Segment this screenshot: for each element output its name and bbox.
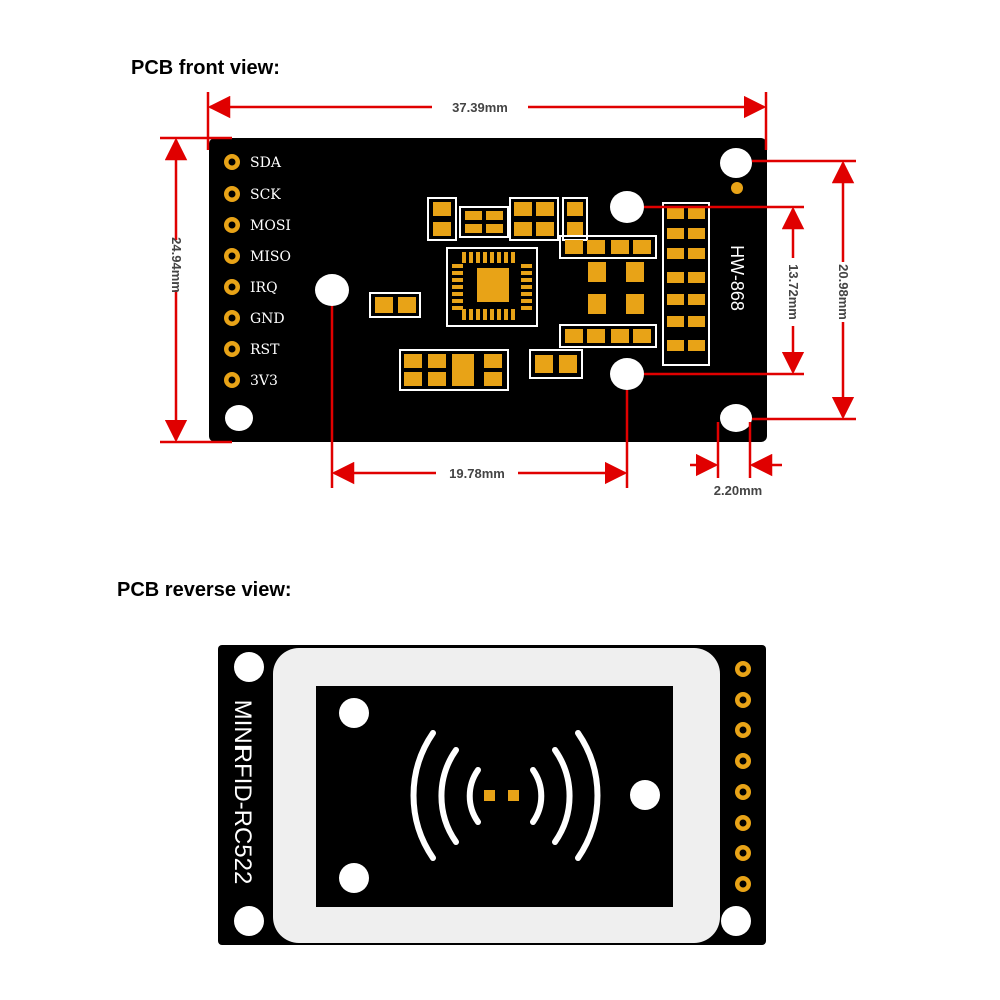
- pin-label-3v3: 3V3: [250, 373, 278, 389]
- mounting-hole: [315, 274, 349, 306]
- pin-header: SDA SCK MOSI MISO IRQ GND RST 3V3: [224, 154, 291, 389]
- front-view-heading: PCB front view:: [131, 57, 280, 79]
- mounting-hole: [721, 906, 751, 936]
- mounting-hole: [234, 652, 264, 682]
- pin-label-sck: SCK: [250, 187, 281, 203]
- mounting-hole: [225, 405, 253, 431]
- mounting-hole: [720, 148, 752, 178]
- dim-hole-horizontal-label: 19.78mm: [449, 466, 505, 481]
- mounting-hole: [610, 358, 644, 390]
- mounting-hole: [720, 404, 752, 432]
- dim-hole-outer-vertical-label: 20.98mm: [836, 264, 851, 320]
- dim-width-label: 37.39mm: [452, 100, 508, 115]
- module-label-line2: RFID-RC522: [229, 746, 256, 885]
- pin-label-rst: RST: [250, 342, 280, 358]
- smd-components: [369, 197, 710, 391]
- dim-height-label: 24.94mm: [169, 237, 184, 293]
- reverse-pcb: MINI RFID-RC522: [218, 645, 766, 945]
- dim-edge-offset-label: 2.20mm: [714, 483, 762, 498]
- front-dimensions: [160, 92, 856, 488]
- mounting-hole: [339, 863, 369, 893]
- rfid-wave-icon: [410, 730, 601, 861]
- dim-hole-inner-vertical-label: 13.72mm: [786, 264, 801, 320]
- chip-footprint: [452, 252, 532, 320]
- reverse-view-heading: PCB reverse view:: [117, 579, 292, 601]
- mounting-hole: [630, 780, 660, 810]
- reverse-pin-header: [735, 661, 751, 892]
- pin-label-irq: IRQ: [250, 280, 278, 296]
- model-label: HW-868: [727, 245, 747, 311]
- front-pcb: SDA SCK MOSI MISO IRQ GND RST 3V3: [209, 138, 767, 442]
- pin-label-gnd: GND: [250, 311, 285, 327]
- mounting-hole: [610, 191, 644, 223]
- mounting-hole: [339, 698, 369, 728]
- mounting-hole: [234, 906, 264, 936]
- pin-label-mosi: MOSI: [250, 218, 291, 234]
- pin-label-miso: MISO: [250, 249, 291, 265]
- pin-label-sda: SDA: [250, 155, 282, 171]
- module-label-line1: MINI: [229, 700, 256, 751]
